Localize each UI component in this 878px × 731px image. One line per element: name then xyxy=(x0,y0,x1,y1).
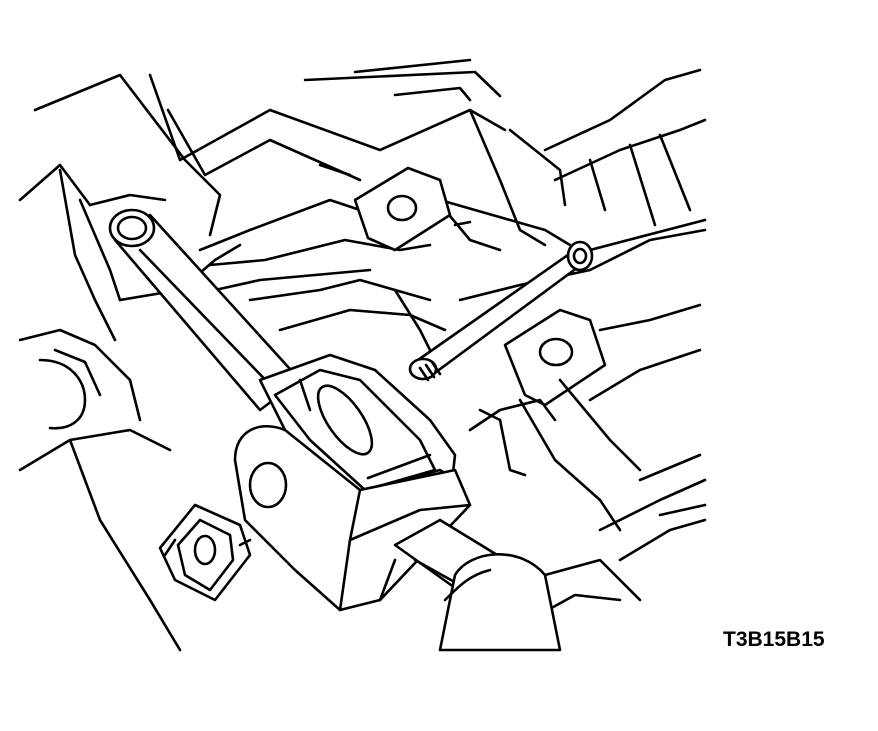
yoke-lower-body xyxy=(233,425,472,612)
figure-code-label: T3B15B15 xyxy=(723,628,825,651)
shaft-end-collar xyxy=(108,208,156,248)
right-tab-hole xyxy=(538,337,574,367)
steering-shaft-lower xyxy=(393,518,562,652)
universal-joint-yoke xyxy=(258,353,457,522)
pivot-bolt xyxy=(408,240,594,382)
right-mounting-tab xyxy=(503,308,607,407)
steering-shaft-upper xyxy=(108,208,302,412)
yoke-bore xyxy=(248,461,288,509)
upper-mounting-tab xyxy=(353,166,452,252)
retaining-clip xyxy=(158,503,252,602)
yoke-slot xyxy=(316,384,374,456)
bolt-head xyxy=(566,240,594,272)
upper-tab-hole xyxy=(386,194,418,222)
